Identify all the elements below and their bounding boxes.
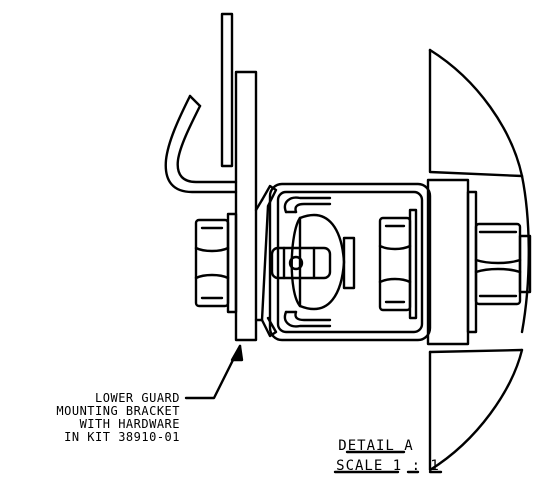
detail-title: DETAIL A: [338, 438, 413, 454]
upper-guard-plate: [220, 12, 234, 168]
j-hook-bracket: [164, 94, 238, 194]
lower-guard-mounting-bracket: [234, 70, 258, 342]
spring-disc: [290, 213, 346, 311]
retainer-clips: [283, 196, 332, 328]
callout-line-3: WITH HARDWARE: [80, 417, 180, 431]
left-bolt-head: [194, 212, 238, 314]
detail-scale: SCALE 1 : 1: [336, 458, 440, 474]
stub-shaft: [342, 236, 356, 290]
title-underlines: [333, 450, 443, 474]
isolator-housing: [268, 182, 432, 342]
callout-leader: [184, 344, 244, 400]
callout-line-2: MOUNTING BRACKET: [56, 404, 180, 418]
callout-text: LOWER GUARD MOUNTING BRACKET WITH HARDWA…: [56, 391, 180, 444]
detail-boundary-arc: [428, 48, 530, 472]
center-nut: [378, 208, 418, 320]
pin-with-hole: [270, 246, 332, 280]
spring-clip: [254, 184, 278, 338]
right-bolt: [474, 222, 532, 306]
callout-line-1: LOWER GUARD: [95, 391, 180, 405]
mounting-wall-plate: [426, 178, 478, 346]
callout-line-4: IN KIT 38910-01: [64, 430, 180, 444]
